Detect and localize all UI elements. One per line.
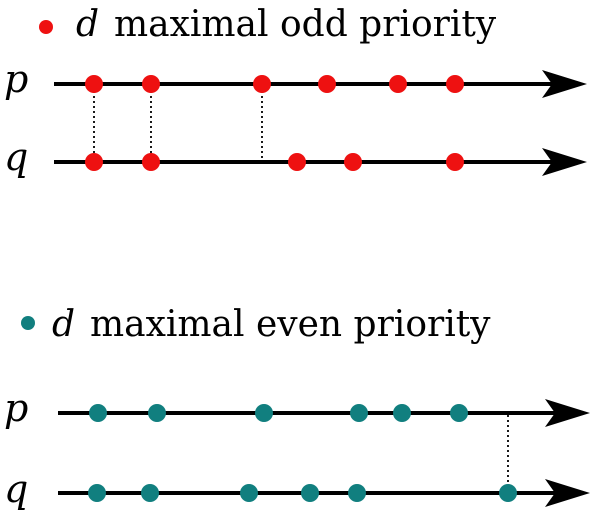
even-p-point-1 xyxy=(89,404,107,422)
odd-row-label-q: q xyxy=(4,135,28,179)
even-q-point-1 xyxy=(88,484,106,502)
even-p-arrowhead xyxy=(545,399,590,427)
even-p-point-3 xyxy=(255,404,273,422)
even-p-point-4 xyxy=(350,404,368,422)
even-legend-marker xyxy=(21,316,35,330)
even-p-point-2 xyxy=(148,404,166,422)
even-q-point-6 xyxy=(499,484,517,502)
even-q-point-5 xyxy=(348,484,366,502)
even-q-point-2 xyxy=(141,484,159,502)
odd-legend: d maximal odd priority xyxy=(39,4,497,45)
odd-p-point-3 xyxy=(253,75,271,93)
odd-legend-marker xyxy=(39,20,53,34)
odd-p-point-6 xyxy=(446,75,464,93)
odd-q-point-2 xyxy=(142,153,160,171)
odd-p-point-4 xyxy=(318,75,336,93)
odd-q-arrowhead xyxy=(542,148,587,176)
even-priority-panel: d maximal even priority p q xyxy=(4,304,590,511)
odd-points xyxy=(85,75,464,171)
odd-legend-text: maximal odd priority xyxy=(114,4,497,45)
even-legend-text: maximal even priority xyxy=(90,304,491,345)
even-points xyxy=(88,404,517,502)
odd-p-point-1 xyxy=(85,75,103,93)
even-row-label-p: p xyxy=(4,386,28,430)
even-legend: d maximal even priority xyxy=(21,304,491,345)
odd-p-point-5 xyxy=(389,75,407,93)
even-q-point-4 xyxy=(301,484,319,502)
odd-q-point-5 xyxy=(446,153,464,171)
even-p-point-6 xyxy=(450,404,468,422)
even-p-point-5 xyxy=(393,404,411,422)
even-row-label-q: q xyxy=(4,467,28,511)
odd-legend-var: d xyxy=(76,4,99,45)
odd-p-arrowhead xyxy=(542,70,587,98)
odd-q-point-4 xyxy=(344,153,362,171)
odd-p-point-2 xyxy=(142,75,160,93)
odd-q-point-1 xyxy=(85,153,103,171)
odd-connectors xyxy=(93,86,263,160)
odd-row-label-p: p xyxy=(4,57,28,101)
even-q-arrowhead xyxy=(545,479,590,507)
even-legend-var: d xyxy=(52,304,75,345)
odd-q-point-3 xyxy=(288,153,306,171)
odd-priority-panel: d maximal odd priority p q xyxy=(4,4,587,179)
even-q-point-3 xyxy=(240,484,258,502)
